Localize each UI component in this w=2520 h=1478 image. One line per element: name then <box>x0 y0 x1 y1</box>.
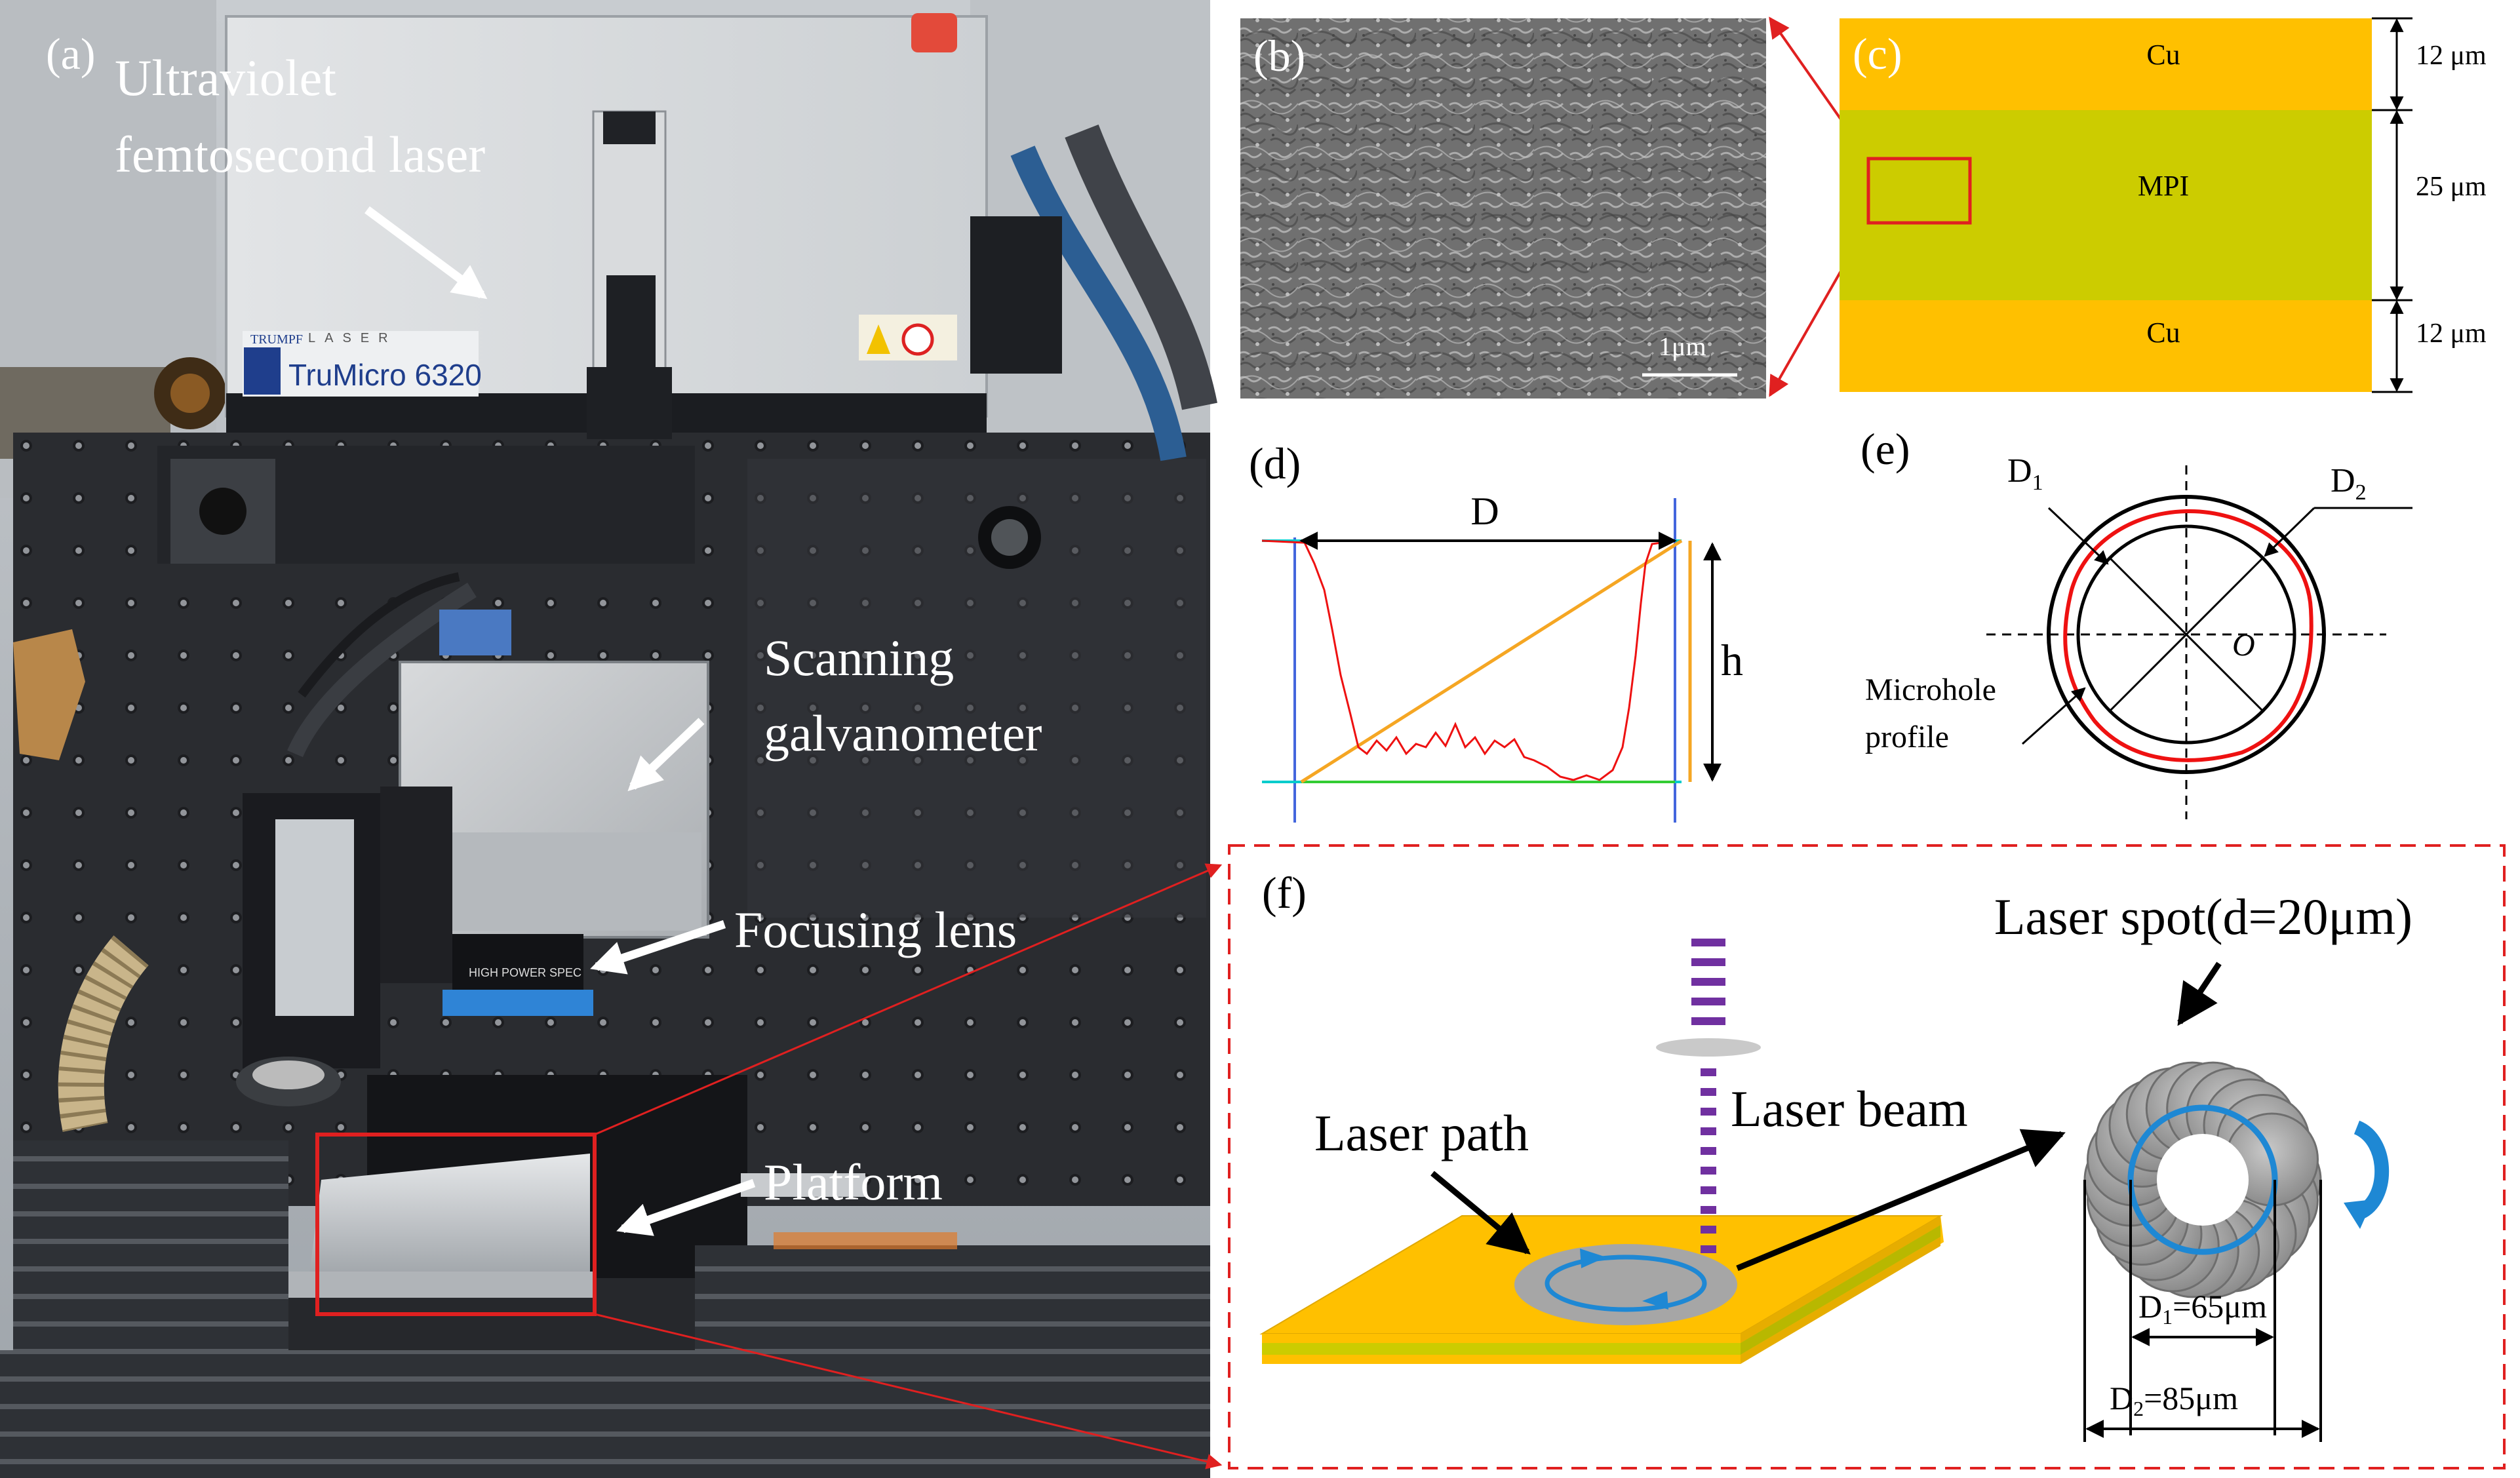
d1-symbol: D1 <box>2007 452 2043 495</box>
panel-f-frame <box>1228 844 2506 1469</box>
panel-b-sem: (b) 1μm <box>1240 18 1766 399</box>
brand-model: TruMicro 6320 <box>288 358 482 392</box>
beam-label: Laser beam <box>1731 1080 1968 1137</box>
scale-bar-label: 1μm <box>1659 332 1706 361</box>
microhole-profile-curve <box>2063 509 2313 762</box>
path-label: Laser path <box>1314 1104 1529 1161</box>
inner-circle-d1 <box>2076 524 2296 745</box>
galvo-label-line1: Scanning <box>764 629 954 686</box>
lens-label: Focusing lens <box>734 901 1017 958</box>
focusing-lens <box>452 934 583 1000</box>
zoom-line-f-top <box>594 863 1223 1136</box>
zoom-line-f-bottom <box>594 1313 1223 1469</box>
path-arrow-icon <box>1642 1291 1668 1310</box>
d2-leader-icon <box>2264 507 2315 557</box>
laser-path-loop <box>1545 1254 1707 1312</box>
laser-label-line1: Ultraviolet <box>115 49 336 106</box>
profile-leader-icon <box>2021 687 2086 745</box>
path-arrow-icon <box>1580 1249 1606 1268</box>
spot-pointer-icon <box>2177 962 2222 1026</box>
path-pointer-icon <box>1430 1171 1531 1255</box>
panel-f-schematic: (f) <box>1228 844 2506 1469</box>
brand-laser: LASER <box>308 331 397 345</box>
platform-label: Platform <box>764 1154 943 1211</box>
profile-label-line2: profile <box>1865 720 1949 754</box>
galvo-label-line2: galvanometer <box>764 705 1042 762</box>
center-label: O <box>2232 628 2255 663</box>
depth-profile-curve <box>1261 539 1676 781</box>
d2-dimension-label: D2=85μm <box>2110 1380 2238 1420</box>
emergency-stop-icon <box>911 13 957 52</box>
depth-symbol: h <box>1721 635 1743 685</box>
ring-center <box>2157 1134 2249 1226</box>
profile-label-line1: Microhole <box>1865 672 1996 707</box>
panel-b-label: (b) <box>1253 31 1305 81</box>
sem-region-box <box>1866 157 1972 225</box>
panel-d-profile: (d) D h <box>1249 438 1743 823</box>
layer-name: Cu <box>2146 39 2180 71</box>
panel-a-photo: TRUMPF LASER TruMicro 6320 HIGH POWER SP… <box>0 0 1217 1478</box>
platform-highlight-box <box>315 1133 597 1316</box>
spot-label: Laser spot(d=20μm) <box>1994 888 2412 945</box>
panel-e-label: (e) <box>1860 424 1910 474</box>
layer-cu-top <box>1840 18 2372 110</box>
platform <box>308 1154 590 1285</box>
laser-badge <box>243 331 479 397</box>
zoom-pointer-icon <box>1736 1129 2066 1272</box>
layer-name: MPI <box>2138 170 2189 202</box>
laser-arrow-icon <box>364 206 488 300</box>
layer-name: Cu <box>2146 317 2180 349</box>
thickness-label: 12 μm <box>2416 319 2487 349</box>
diameter-symbol: D <box>1470 490 1499 533</box>
platform-arrow-icon <box>616 1178 756 1236</box>
lens-ring-text: HIGH POWER SPEC <box>469 966 581 979</box>
panel-a-label: (a) <box>46 29 95 79</box>
d1-leader-icon <box>2047 507 2109 565</box>
d1-dimension-label: D1=65μm <box>2138 1288 2267 1329</box>
layer-mpi <box>1840 110 2372 300</box>
brand-trumpf: TRUMPF <box>250 332 303 347</box>
thickness-label: 12 μm <box>2416 41 2487 71</box>
layer-cu-bottom <box>1840 300 2372 392</box>
galvo-arrow-icon <box>627 718 705 792</box>
panel-f-label: (f) <box>1262 868 1307 918</box>
lens-arrow-icon <box>590 920 726 975</box>
d2-symbol: D2 <box>2331 462 2367 505</box>
outer-circle-d2 <box>2047 495 2326 774</box>
rotation-arrow-icon <box>2353 1120 2390 1220</box>
panel-d-label: (d) <box>1249 438 1301 488</box>
panel-c-label: (c) <box>1853 29 1902 79</box>
panel-c-layers: (c) Cu MPI Cu 12 μm 25 μm 12 μm <box>1840 17 2487 393</box>
thickness-label: 25 μm <box>2416 172 2487 202</box>
laser-beam <box>1656 939 1761 1253</box>
laser-label-line2: femtosecond laser <box>115 126 485 183</box>
panel-e-circles: (e) O D1 D2 Microhole profile <box>1860 424 2412 819</box>
